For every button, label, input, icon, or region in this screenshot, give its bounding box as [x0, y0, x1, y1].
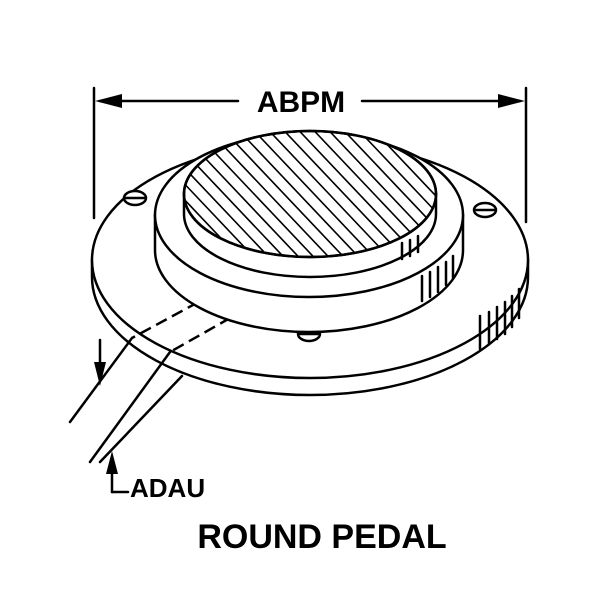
screw-icon — [472, 201, 498, 219]
boss-knurl — [420, 254, 455, 303]
pedal-pad — [182, 129, 438, 279]
pedal-leg — [68, 336, 184, 464]
width-dimension-label: ABPM — [257, 86, 345, 119]
arrowhead-right-icon — [498, 94, 525, 108]
height-dimension: ADAU — [94, 338, 205, 503]
arrowhead-down-icon — [94, 362, 106, 386]
height-dimension-label: ADAU — [130, 473, 205, 503]
leg-line-lower-a — [88, 350, 172, 464]
arrowhead-left-icon — [95, 94, 122, 108]
arrowhead-up-icon — [106, 451, 118, 474]
pad-knurl — [400, 234, 420, 261]
flange-knurl — [478, 287, 521, 351]
width-dimension: ABPM — [92, 86, 528, 224]
drawing-caption: ROUND PEDAL — [197, 518, 446, 556]
leg-line-lower — [98, 374, 184, 464]
screw-icon — [122, 189, 148, 207]
